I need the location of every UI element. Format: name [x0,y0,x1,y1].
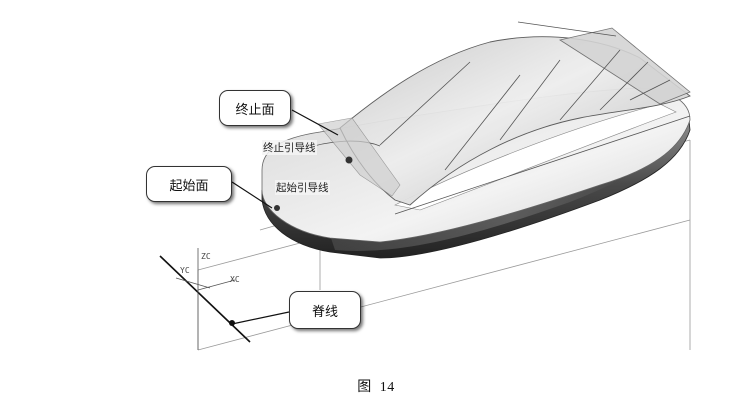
axis-label-zc: ZC [201,252,211,261]
callout-spine: 脊线 [289,291,361,329]
callout-end-face: 终止面 [219,90,291,126]
caption-prefix: 图 [357,380,372,395]
callout-start-face-text: 起始面 [169,178,209,194]
start-guide-label: 起始引导线 [275,180,330,195]
figure-caption: 图 14 [0,376,752,396]
end-guide-point [345,156,353,164]
roof-surface [339,36,691,206]
window-area [394,103,677,211]
axis-label-yc: YC [180,266,190,275]
leader-lines [231,109,339,325]
start-guide-point [274,205,280,211]
end-guide-label: 终止引导线 [262,140,317,155]
coordinate-axes [175,248,236,350]
axis-label-xc: XC [230,275,240,284]
callout-end-face-text: 终止面 [235,102,275,118]
surface-streaks [299,21,691,215]
roof-flap [558,27,691,105]
caption-number: 14 [379,380,395,395]
spine-curve [159,255,251,343]
callout-spine-text: 脊线 [311,304,338,320]
callout-start-face: 起始面 [146,166,232,202]
guide-strip [317,117,401,197]
